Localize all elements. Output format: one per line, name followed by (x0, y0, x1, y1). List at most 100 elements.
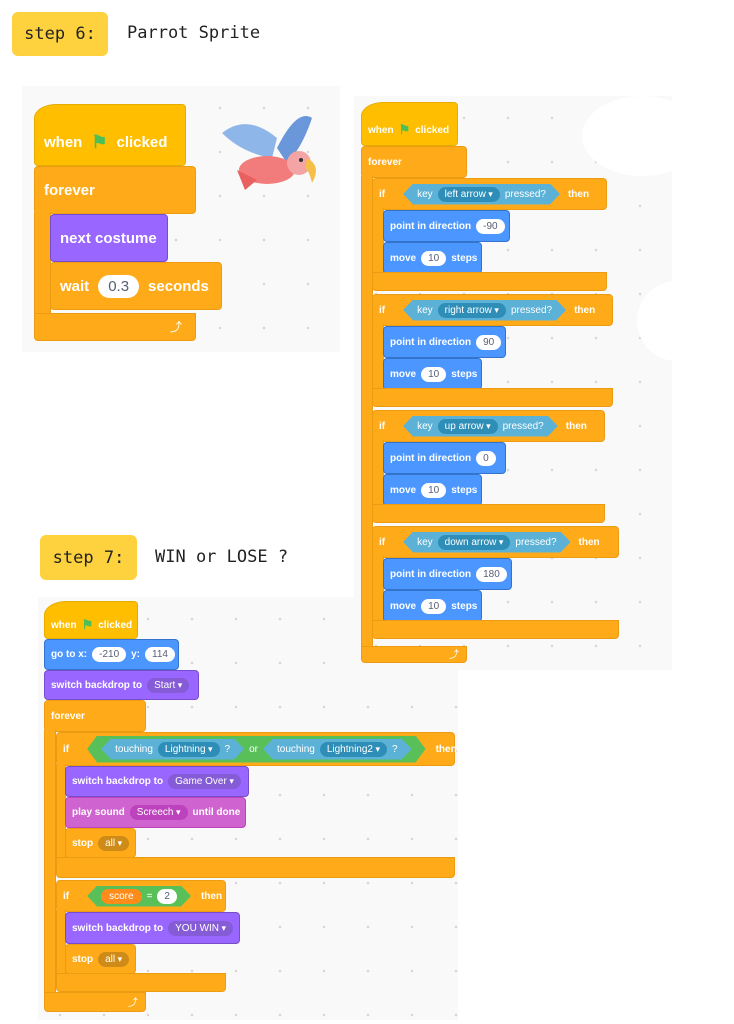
key-dropdown[interactable]: down arrow (438, 535, 511, 550)
key-dropdown[interactable]: right arrow (438, 303, 506, 318)
forever-arm (44, 730, 56, 993)
clicked-label: clicked (415, 124, 450, 136)
direction-input[interactable]: 0 (476, 450, 496, 466)
steps-label: steps (451, 600, 478, 612)
touching-dropdown[interactable]: Lightning2 (320, 742, 387, 757)
steps-input[interactable]: 10 (421, 250, 447, 266)
if-bottom (372, 504, 605, 523)
switch-backdrop-game-over-block[interactable]: switch backdrop to Game Over (65, 766, 249, 797)
forever-bottom (361, 646, 467, 663)
move-label: move (390, 600, 417, 612)
when-flag-clicked-block[interactable]: when⚑clicked (34, 104, 186, 166)
play-sound-block[interactable]: play soundScreechuntil done (65, 797, 246, 828)
clicked-label: clicked (98, 619, 133, 631)
stage-cloud-decoration (582, 96, 672, 176)
move-label: move (390, 368, 417, 380)
switch-backdrop-label: switch backdrop to (72, 776, 164, 787)
key-label: key (417, 188, 433, 200)
point-in-direction-block[interactable]: point in direction-90 (383, 210, 510, 242)
parrot-costume-script-panel: when⚑clicked forever ⤴ next costume wait… (22, 86, 340, 352)
key-label: key (417, 536, 433, 548)
loop-arrow-icon: ⤴ (128, 998, 138, 1009)
next-costume-block[interactable]: next costume (50, 214, 168, 262)
forever-bottom (34, 313, 196, 341)
key-pressed-condition[interactable]: key left arrow pressed? (403, 184, 560, 205)
backdrop-dropdown[interactable]: YOU WIN (168, 920, 234, 936)
when-flag-clicked-block[interactable]: when⚑clicked (361, 102, 458, 146)
when-label: when (51, 619, 77, 631)
switch-backdrop-label: switch backdrop to (72, 922, 164, 934)
stage-cloud-decoration (637, 281, 672, 361)
if-label: if (63, 890, 70, 902)
then-label: then (567, 188, 590, 200)
forever-label: forever (368, 156, 402, 168)
forever-block[interactable]: forever (44, 700, 146, 732)
direction-input[interactable]: -90 (476, 218, 505, 234)
y-label: y: (131, 649, 141, 660)
or-label: or (249, 743, 259, 755)
equals-operator[interactable]: score=2 (87, 886, 191, 907)
forever-arm (34, 212, 51, 314)
backdrop-dropdown[interactable]: Start (147, 677, 190, 693)
if-label: if (379, 420, 386, 432)
key-label: key (417, 420, 433, 432)
stop-dropdown[interactable]: all (98, 951, 130, 967)
backdrop-dropdown[interactable]: Game Over (168, 774, 241, 789)
key-label: key (417, 304, 433, 316)
move-label: move (390, 252, 417, 264)
y-input[interactable]: 114 (145, 647, 175, 662)
green-flag-icon: ⚑ (81, 617, 94, 632)
seconds-label: seconds (148, 277, 209, 295)
move-steps-block[interactable]: move 10 steps (383, 590, 482, 622)
forever-block[interactable]: forever (34, 166, 196, 214)
when-flag-clicked-block[interactable]: when ⚑ clicked (44, 601, 138, 639)
x-input[interactable]: -210 (92, 647, 127, 662)
pressed-label: pressed? (504, 188, 546, 200)
if-bottom (372, 620, 619, 639)
score-variable[interactable]: score (101, 889, 141, 904)
sound-dropdown[interactable]: Screech (129, 805, 188, 820)
direction-input[interactable]: 90 (476, 334, 502, 350)
then-label: then (200, 890, 223, 902)
forever-block[interactable]: forever (361, 146, 467, 178)
step-6-title: Parrot Sprite (127, 23, 261, 43)
stop-dropdown[interactable]: all (98, 835, 130, 851)
forever-bottom (44, 992, 146, 1012)
steps-input[interactable]: 10 (421, 482, 447, 498)
steps-input[interactable]: 10 (421, 598, 447, 614)
key-dropdown[interactable]: left arrow (438, 187, 500, 202)
key-dropdown[interactable]: up arrow (438, 419, 498, 434)
switch-backdrop-you-win-block[interactable]: switch backdrop to YOU WIN (65, 912, 240, 944)
switch-backdrop-start-block[interactable]: switch backdrop to Start (44, 670, 199, 700)
wait-input[interactable]: 0.3 (98, 274, 140, 298)
if-score-block[interactable]: if score=2 then (56, 880, 226, 912)
touching-dropdown[interactable]: Lightning (158, 742, 220, 757)
steps-input[interactable]: 10 (421, 366, 447, 382)
step-7-title: WIN or LOSE ? (155, 547, 289, 567)
switch-backdrop-label: switch backdrop to (51, 679, 143, 691)
score-value-input[interactable]: 2 (157, 889, 177, 904)
direction-input[interactable]: 180 (476, 566, 507, 582)
